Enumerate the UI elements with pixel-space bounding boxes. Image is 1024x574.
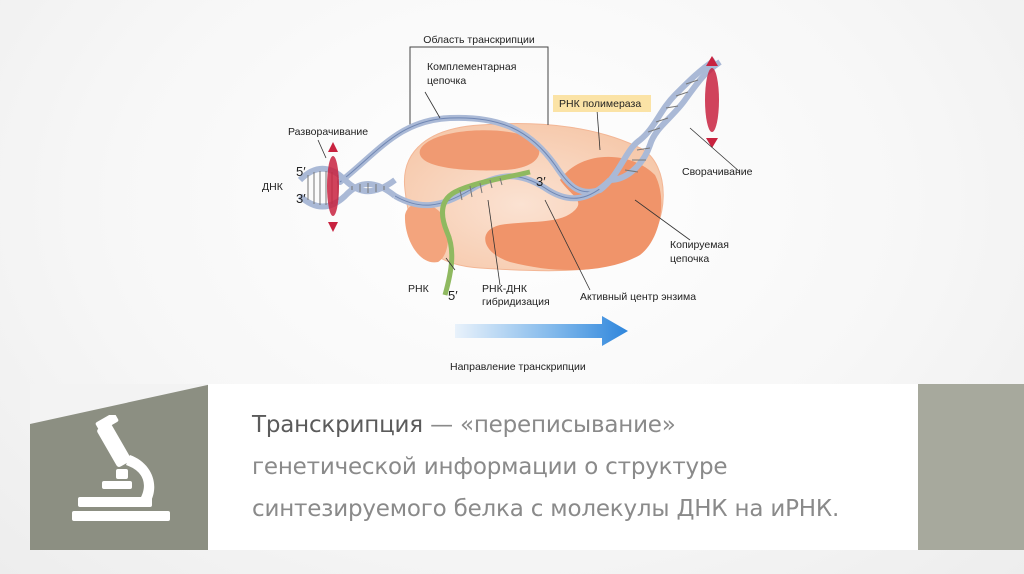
label-3prime-left: 3′ [296,191,306,206]
unwinding-arrows [327,142,339,232]
label-rewinding: Сворачивание [682,166,753,178]
label-copied-1: Копируемая [670,239,729,251]
definition-term: Транскрипция [252,412,423,438]
label-complementary-2: цепочка [427,75,466,87]
microscope-icon [72,415,176,525]
label-rna: РНК [408,283,430,295]
definition-line-2: генетической информации о структуре [252,446,902,488]
label-hybrid-2: гибридизация [482,296,550,308]
definition-text: Транскрипция — «переписывание» генетичес… [252,404,902,530]
label-rna-polymerase: РНК полимераза [559,98,641,110]
label-direction: Направление транскрипции [450,361,586,373]
label-5prime-left: 5′ [296,164,306,179]
transcription-diagram: Область транскрипции [0,0,1024,400]
label-active-center: Активный центр энзима [580,291,696,303]
label-3prime-mid: 3′ [536,174,546,189]
label-complementary-1: Комплементарная [427,61,516,73]
definition-line-1: Транскрипция — «переписывание» [252,404,902,446]
label-unwinding: Разворачивание [288,126,368,138]
label-copied-2: цепочка [670,253,709,265]
label-hybrid-1: РНК-ДНК [482,283,528,295]
label-5prime-rna: 5′ [448,288,458,303]
label-transcription-area: Область транскрипции [423,34,535,46]
right-accent-band [918,384,1024,550]
definition-line-3: синтезируемого белка с молекулы ДНК на и… [252,488,902,530]
definition-line-1-rest: — «переписывание» [423,412,676,438]
direction-arrow [455,316,628,346]
label-dna: ДНК [262,181,284,193]
